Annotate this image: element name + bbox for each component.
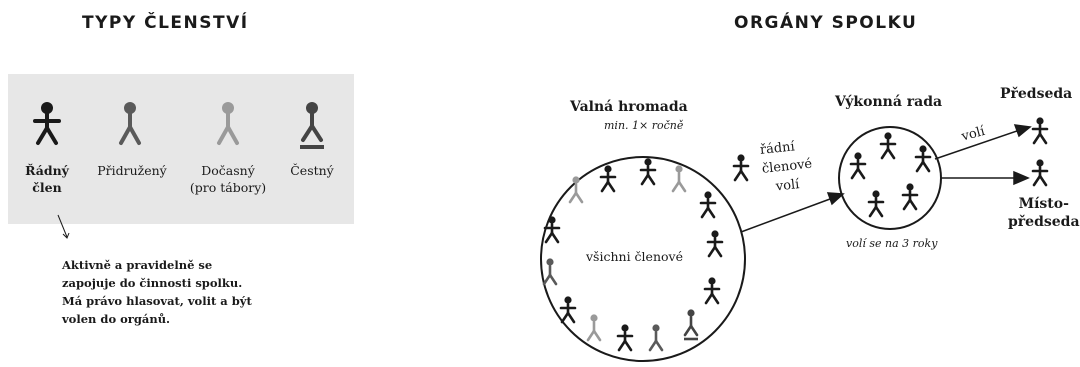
regular-member-small-icon xyxy=(1031,159,1049,187)
elect-vice-arrow xyxy=(941,170,1030,186)
temporary-label-line1: Dočasný xyxy=(201,163,255,178)
vice-chair-label: Místo- předseda xyxy=(1008,195,1080,231)
regular-label-line1: Řádný xyxy=(25,163,69,178)
regular-member-label: Řádný člen xyxy=(17,162,77,196)
organs-title: ORGÁNY SPOLKU xyxy=(734,13,918,33)
regular-member-small-icon xyxy=(867,190,885,218)
all-members-label: všichni členové xyxy=(586,249,683,264)
associate-member-label: Přidružený xyxy=(97,163,167,178)
honorary-member-label: Čestný xyxy=(290,163,334,178)
associate-member-small-icon xyxy=(648,324,664,352)
regular-member-description: Aktivně a pravidelně se zapojuje do činn… xyxy=(62,256,252,328)
board-term-note: volí se na 3 roky xyxy=(846,237,938,250)
regular-member-icon xyxy=(33,102,61,145)
regular-member-small-icon xyxy=(639,158,657,186)
regular-member-small-icon xyxy=(699,191,717,219)
regular-member-small-icon xyxy=(543,216,561,244)
description-pointer-arrow xyxy=(57,214,70,239)
temporary-member-label: Dočasný (pro tábory) xyxy=(180,162,276,196)
general-assembly-circle xyxy=(540,156,746,362)
vice-line: předseda xyxy=(1008,214,1080,230)
chair-label: Předseda xyxy=(1000,86,1073,102)
temporary-member-small-icon xyxy=(671,165,687,193)
temporary-member-small-icon xyxy=(586,314,602,342)
associate-member-icon xyxy=(119,102,141,145)
elect-board-arrow xyxy=(740,192,845,233)
regular-label-line2: člen xyxy=(32,180,62,195)
description-line: Má právo hlasovat, volit a být xyxy=(62,294,252,308)
description-line: zapojuje do činnosti spolku. xyxy=(62,276,243,290)
temporary-member-small-icon xyxy=(568,176,584,204)
executive-board-circle xyxy=(838,126,942,230)
regular-member-small-icon xyxy=(1031,117,1049,145)
regular-member-small-icon xyxy=(703,277,721,305)
elect-chair-arrow xyxy=(934,124,1032,160)
membership-panel xyxy=(8,74,354,224)
regular-members-vote-label: řádní členové volí xyxy=(759,136,815,198)
regular-member-small-icon xyxy=(849,152,867,180)
honorary-member-small-icon xyxy=(683,309,699,341)
regular-member-small-icon xyxy=(914,145,932,173)
description-line: volen do orgánů. xyxy=(62,312,171,326)
description-line: Aktivně a pravidelně se xyxy=(62,258,213,272)
vice-line: Místo- xyxy=(1018,196,1069,212)
regular-member-small-icon xyxy=(706,230,724,258)
regular-member-small-icon xyxy=(901,183,919,211)
general-assembly-title: Valná hromada xyxy=(570,99,688,115)
regular-member-small-icon xyxy=(599,165,617,193)
temporary-label-line2: (pro tábory) xyxy=(189,180,267,195)
regular-member-small-icon xyxy=(732,154,750,182)
membership-types-title: TYPY ČLENSTVÍ xyxy=(82,13,249,33)
regular-member-small-icon xyxy=(559,296,577,324)
temporary-member-icon xyxy=(217,102,239,145)
general-assembly-frequency: min. 1× ročně xyxy=(604,119,684,132)
honorary-member-icon xyxy=(300,102,324,149)
associate-member-small-icon xyxy=(542,258,558,286)
executive-board-title: Výkonná rada xyxy=(835,94,943,110)
regular-member-small-icon xyxy=(616,324,634,352)
regular-member-small-icon xyxy=(879,132,897,160)
